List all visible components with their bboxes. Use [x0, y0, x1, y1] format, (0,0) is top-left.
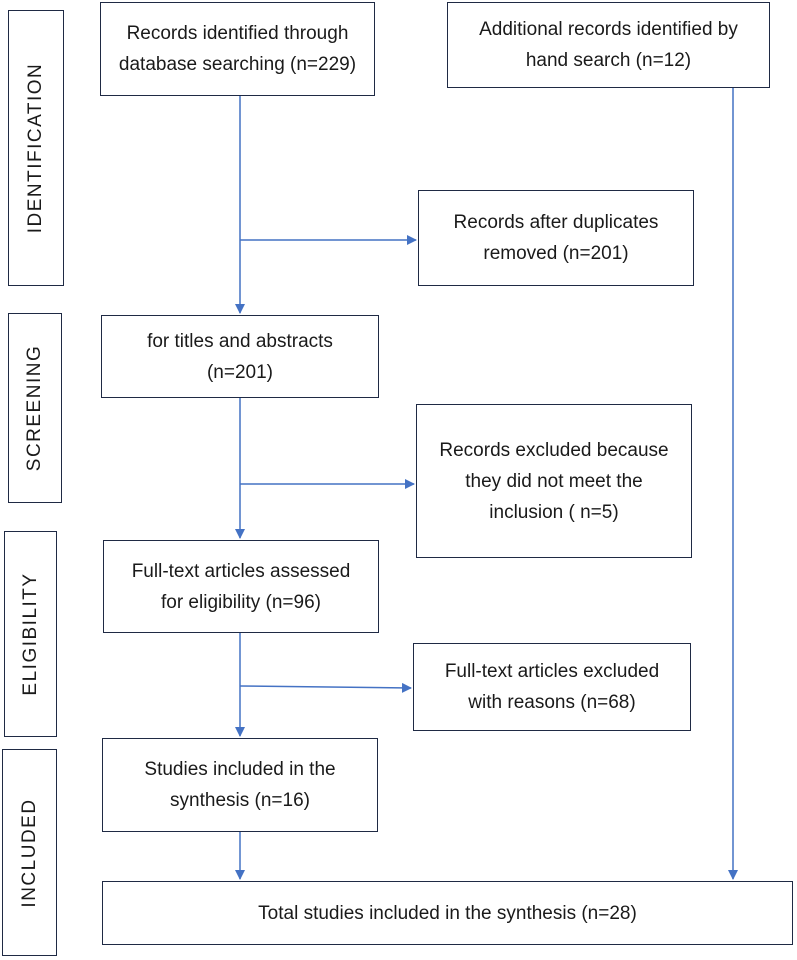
box-fulltext-excluded-line1: Full-text articles excluded	[444, 661, 660, 682]
box-screened-line1: for titles and abstracts	[147, 330, 333, 352]
phase-label-included-text: INCLUDED	[18, 797, 40, 908]
box-fulltext-assessed-line1: Full-text articles assessed	[131, 560, 351, 582]
phase-label-screening: SCREENING	[8, 313, 62, 503]
box-total-included: Total studies included in the synthesis …	[102, 881, 793, 945]
box-records-database-line1: Records identified through	[126, 23, 349, 44]
box-records-excluded-line3: inclusion ( n=5)	[489, 501, 619, 523]
box-fulltext-excluded-line2: with reasons (n=68)	[468, 692, 636, 713]
box-fulltext-assessed-line2: for eligibility (n=96)	[160, 591, 321, 613]
phase-label-screening-text: SCREENING	[24, 344, 45, 472]
phase-label-identification: IDENTIFICATION	[8, 10, 64, 286]
box-records-excluded-line2: they did not meet the	[465, 470, 643, 492]
box-records-hand-search-line2: hand search (n=12)	[525, 50, 692, 71]
phase-label-eligibility-text: ELIGIBILITY	[19, 572, 41, 696]
box-duplicates-removed-line1: Records after duplicates	[453, 212, 659, 233]
box-records-hand-search: Additional records identified by hand se…	[447, 2, 770, 88]
phase-label-eligibility: ELIGIBILITY	[4, 531, 57, 737]
box-records-database: Records identified through database sear…	[100, 2, 375, 96]
box-records-database-line2: database searching (n=229)	[118, 54, 357, 75]
box-duplicates-removed: Records after duplicates removed (n=201)	[418, 190, 694, 286]
box-screened: for titles and abstracts (n=201)	[101, 315, 379, 398]
arrow-to-fulltext-excluded	[239, 682, 412, 693]
box-studies-included-line1: Studies included in the	[144, 759, 336, 780]
box-studies-included: Studies included in the synthesis (n=16)	[102, 738, 378, 832]
box-fulltext-excluded: Full-text articles excluded with reasons…	[413, 643, 691, 731]
phase-label-identification-text: IDENTIFICATION	[25, 62, 46, 234]
box-total-included-line1: Total studies included in the synthesis …	[258, 902, 637, 924]
box-records-hand-search-line1: Additional records identified by	[479, 19, 738, 40]
box-records-excluded-line1: Records excluded because	[439, 439, 669, 461]
box-studies-included-line2: synthesis (n=16)	[170, 790, 310, 811]
box-records-excluded: Records excluded because they did not me…	[416, 404, 692, 558]
box-duplicates-removed-line2: removed (n=201)	[483, 243, 629, 264]
box-fulltext-assessed: Full-text articles assessed for eligibil…	[103, 540, 379, 633]
box-screened-line2: (n=201)	[206, 361, 274, 383]
phase-label-included: INCLUDED	[2, 749, 57, 956]
